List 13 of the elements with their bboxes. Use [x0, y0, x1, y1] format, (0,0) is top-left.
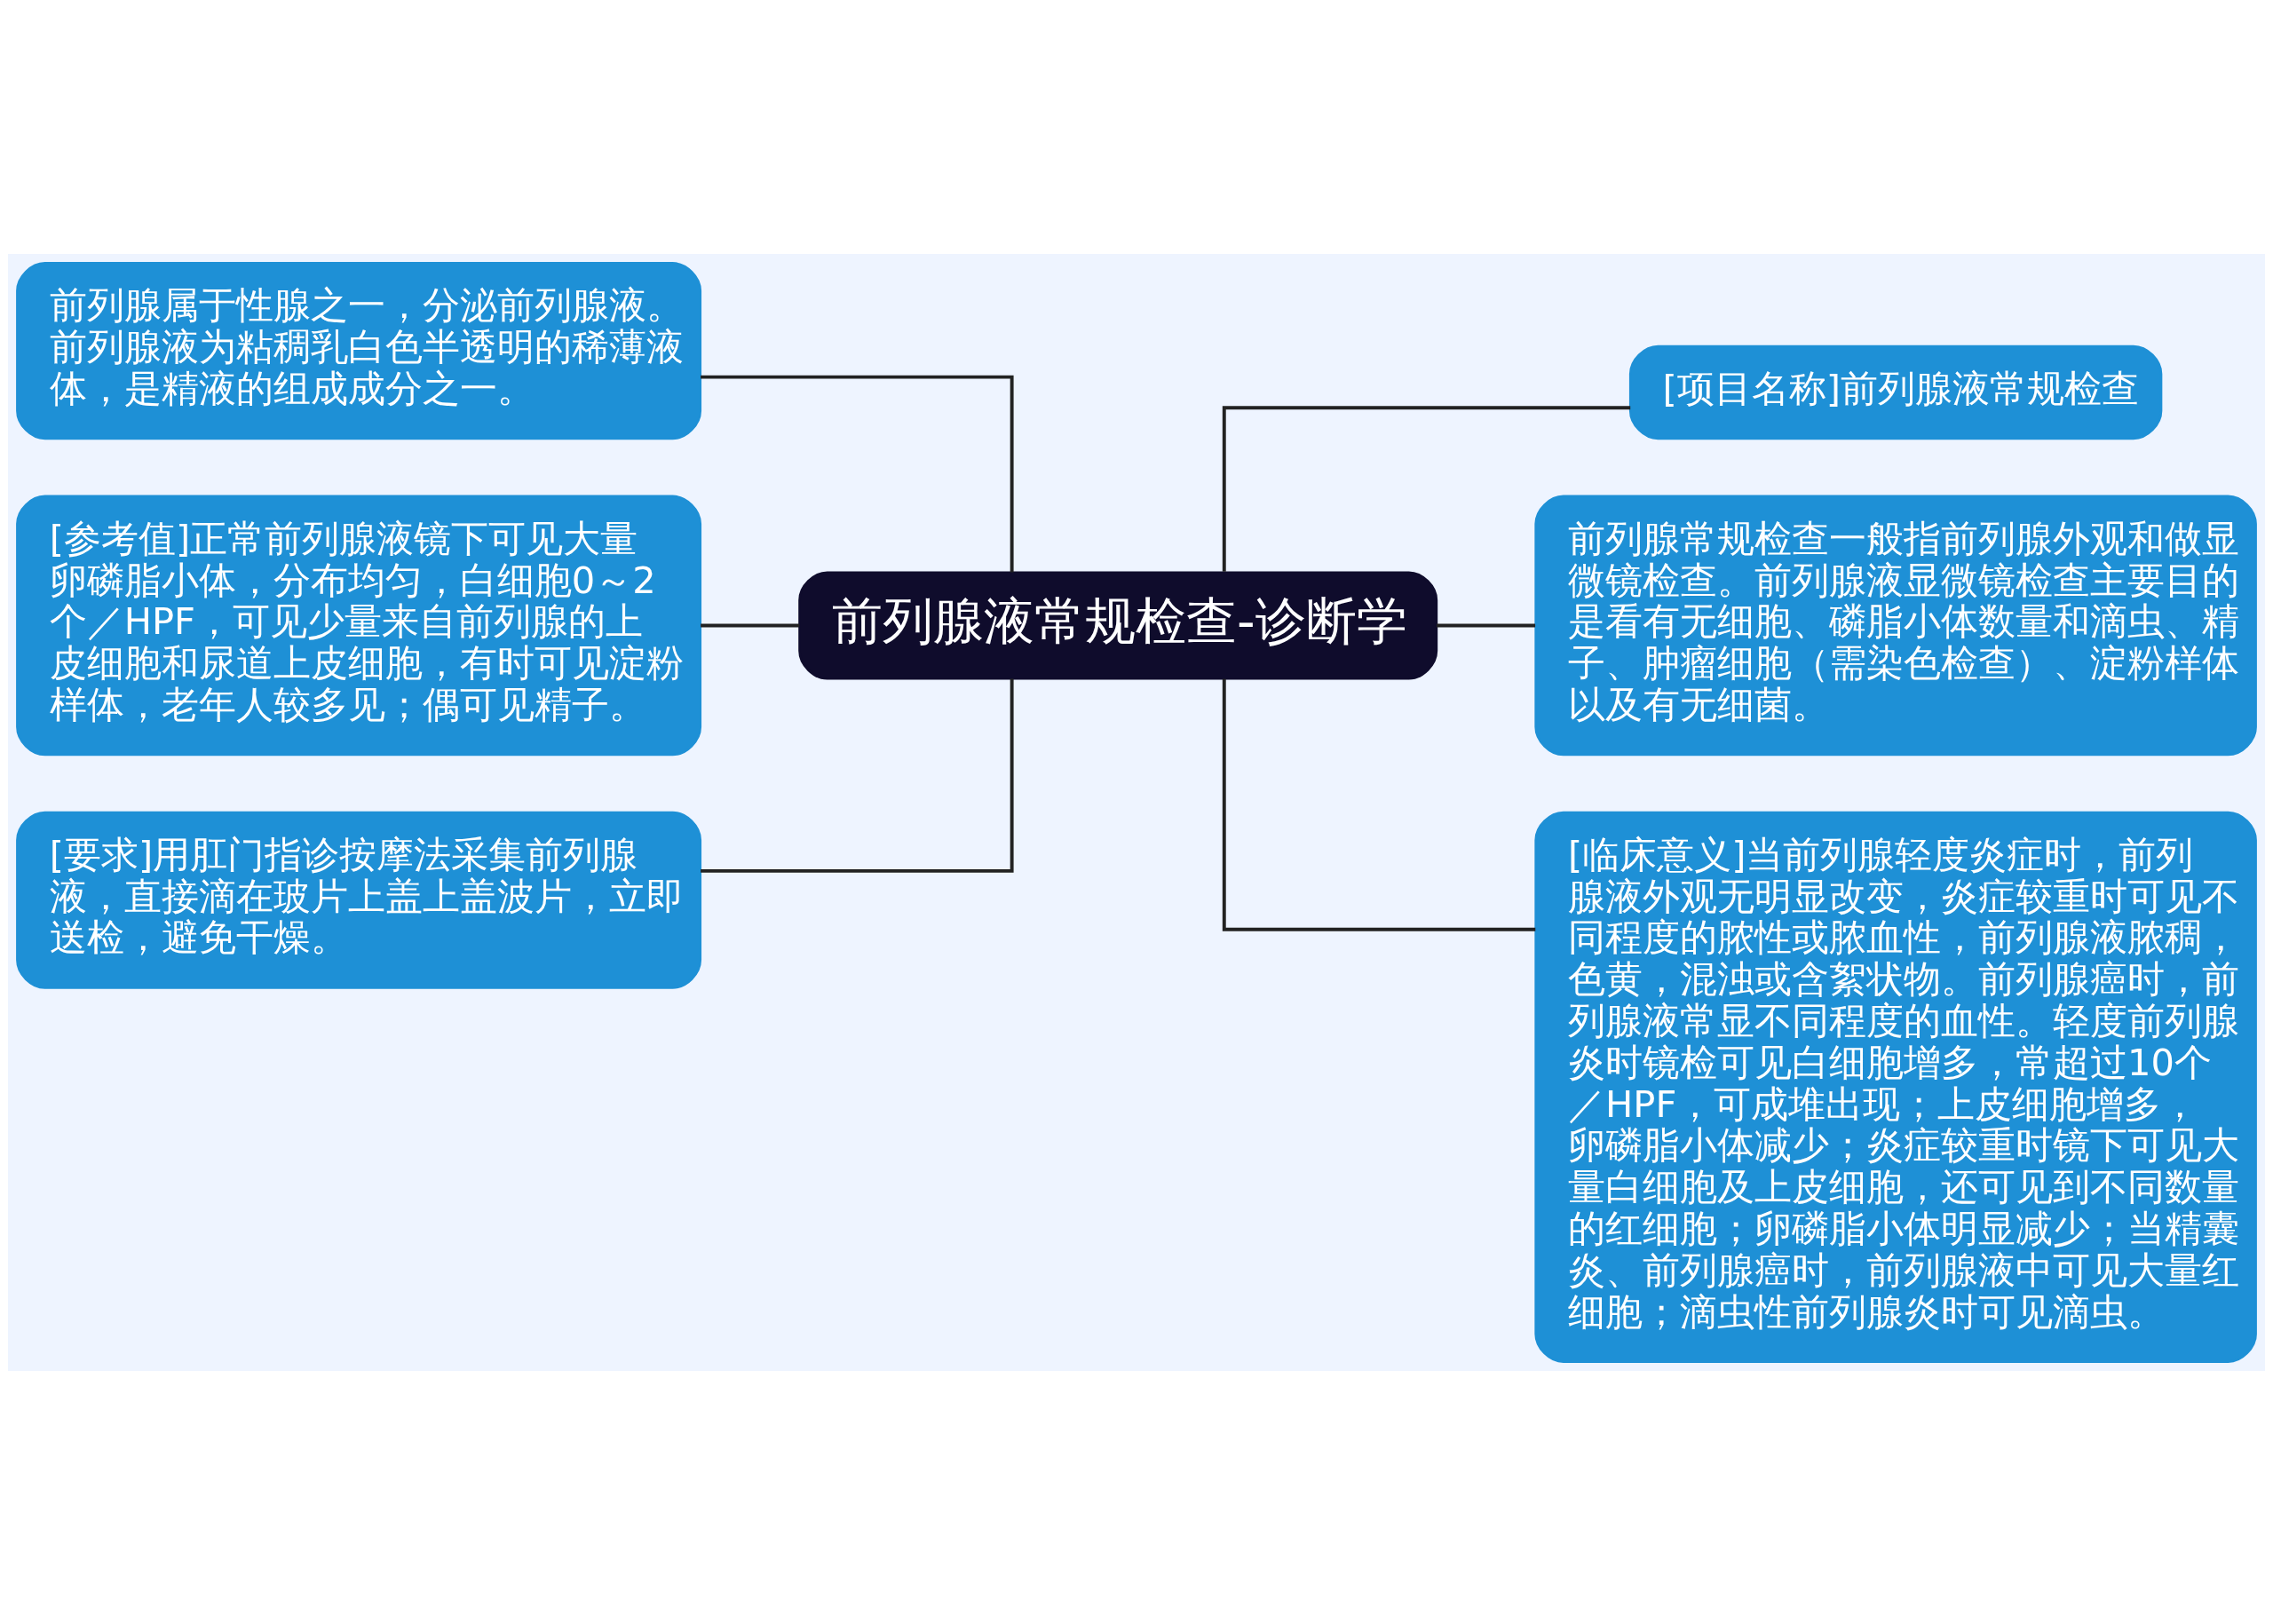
connector [1222, 678, 1536, 931]
node-box: [要求]用肛门指诊按摩法采集前列腺液，直接滴在玻片上盖上盖波片，立即送检，避免干燥。 [16, 811, 702, 989]
connector [701, 677, 1014, 873]
node-box: 前列腺液常规检查-诊断学 [798, 570, 1438, 680]
connector [701, 375, 1014, 572]
node-box: [参考值]正常前列腺液镜下可见大量卵磷脂小体，分布均匀，白细胞0～2个／HPF，可见少量来自前列腺的上皮细胞和尿道上皮细胞，有时可见淀粉样体，老年人较多见；偶可见精子。 [16, 495, 702, 756]
node-box: 前列腺属于性腺之一，分泌前列腺液。前列腺液为粘稠乳白色半透明的稀薄液体，是精液的组成成分之一。 [16, 261, 702, 440]
node-box: 前列腺常规检查一般指前列腺外观和做显微镜检查。前列腺液显微镜检查主要目的是看有无细胞、磷脂小体数量和滴虫、精子、肿瘤细胞（需染色检查）、淀粉样体以及有无细菌。 [1534, 495, 2257, 756]
node-box: [项目名称]前列腺液常规检查 [1628, 345, 2163, 440]
connector [701, 623, 800, 627]
node-box: [临床意义]当前列腺轻度炎症时，前列腺液外观无明显改变，炎症较重时可见不同程度的脓性或脓血性，前列腺液脓稠，色黄，混浊或含絮状物。前列腺癌时，前列腺液常显不同程度的血性。轻度前列腺炎时镜检可见白细胞增多，常超过10个／HPF，可成堆出现；上皮细胞增多，卵磷脂小体减少；炎症较重时镜下可见大量白细胞及上皮细胞，还可见到不同数量的红细胞；卵磷脂小体明显减少；当精囊炎、前列腺癌时，前列腺液中可见大量红细胞；滴虫性前列腺炎时可见滴虫。 [1534, 811, 2257, 1363]
connector [1222, 405, 1631, 572]
connector [1437, 623, 1536, 627]
